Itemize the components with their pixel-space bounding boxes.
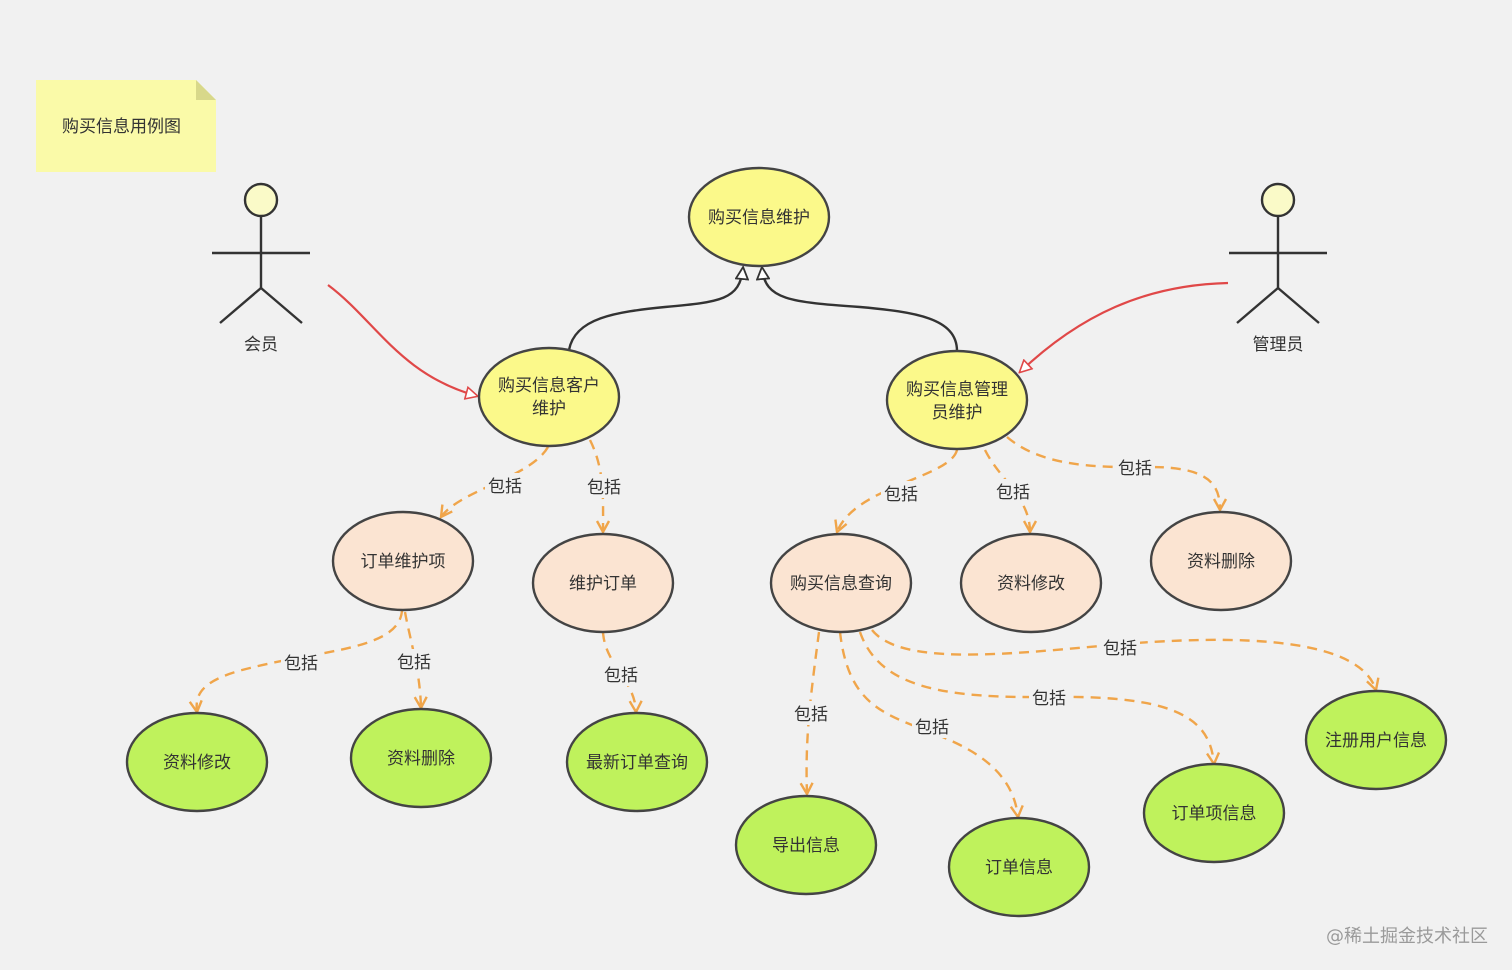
use-case-manager[interactable]: 购买信息管理 员维护 — [885, 349, 1029, 451]
include-ordermaint-latest — [601, 631, 643, 715]
use-case-export-info[interactable]: 导出信息 — [734, 794, 878, 896]
use-case-order-item-maint[interactable]: 订单维护项 — [331, 510, 475, 612]
include-label: 包括 — [284, 654, 318, 674]
note-text: 购买信息用例图 — [62, 117, 181, 137]
include-label: 包括 — [996, 483, 1030, 503]
include-label: 包括 — [397, 653, 431, 673]
include-customer-ordermaint — [588, 439, 611, 535]
include-edges — [188, 436, 1380, 820]
use-case-export-info-label: 导出信息 — [772, 836, 840, 856]
include-query-reguser — [871, 629, 1380, 693]
include-labels: 包括 包括 包括 包括 包括 包括 包括 包括 包括 包括 包括 包括 — [281, 455, 1155, 738]
include-query-orderiteminfo — [858, 631, 1221, 767]
use-case-profile-edit-right-label: 资料修改 — [997, 574, 1065, 594]
association-admin-manager — [1020, 281, 1229, 372]
include-label: 包括 — [1032, 689, 1066, 709]
include-label: 包括 — [604, 666, 638, 686]
actor-admin-label: 管理员 — [1253, 335, 1304, 355]
generalization-customer-root — [567, 268, 743, 351]
use-case-latest-order-query-label: 最新订单查询 — [586, 753, 688, 773]
watermark: @稀土掘金技术社区 — [1326, 926, 1488, 947]
include-manager-delete — [1006, 436, 1228, 513]
include-label: 包括 — [794, 705, 828, 725]
use-case-order-item-info[interactable]: 订单项信息 — [1142, 762, 1286, 864]
use-case-profile-edit-left[interactable]: 资料修改 — [125, 711, 269, 813]
use-case-root-label: 购买信息维护 — [708, 208, 810, 228]
use-case-profile-delete-left-label: 资料删除 — [387, 749, 455, 769]
use-case-customer[interactable]: 购买信息客户 维护 — [477, 346, 621, 448]
include-orderitem-delete — [403, 611, 428, 711]
include-label: 包括 — [1118, 459, 1152, 479]
use-case-order-item-maint-label: 订单维护项 — [361, 552, 446, 572]
association-member-customer — [327, 284, 477, 396]
use-case-profile-delete-right[interactable]: 资料删除 — [1149, 510, 1293, 612]
use-case-profile-edit-left-label: 资料修改 — [163, 753, 231, 773]
generalization-manager-root — [762, 268, 959, 352]
include-orderitem-edit — [188, 609, 404, 715]
include-label: 包括 — [488, 477, 522, 497]
actor-admin[interactable]: 管理员 — [1229, 182, 1327, 355]
use-case-order-info-label: 订单信息 — [985, 858, 1053, 878]
use-case-reg-user-info-label: 注册用户信息 — [1325, 731, 1427, 751]
use-case-order-maint[interactable]: 维护订单 — [531, 532, 675, 634]
use-case-order-maint-label: 维护订单 — [569, 574, 637, 594]
use-case-profile-delete-left[interactable]: 资料删除 — [349, 707, 493, 809]
use-case-latest-order-query[interactable]: 最新订单查询 — [565, 711, 709, 813]
diagram-note: 购买信息用例图 — [36, 80, 216, 172]
use-case-customer-label-1: 购买信息客户 — [498, 376, 600, 396]
use-case-customer-label-2: 维护 — [532, 399, 566, 419]
include-label: 包括 — [587, 478, 621, 498]
use-case-profile-edit-right[interactable]: 资料修改 — [959, 532, 1103, 634]
include-label: 包括 — [915, 718, 949, 738]
actor-member-label: 会员 — [244, 335, 278, 355]
use-case-order-item-info-label: 订单项信息 — [1172, 804, 1257, 824]
use-case-order-info[interactable]: 订单信息 — [947, 816, 1091, 918]
actor-member[interactable]: 会员 — [212, 182, 310, 355]
use-case-query[interactable]: 购买信息查询 — [769, 532, 913, 634]
use-case-query-label: 购买信息查询 — [790, 574, 892, 594]
use-case-manager-label-2: 员维护 — [932, 403, 983, 423]
use-case-root[interactable]: 购买信息维护 — [687, 166, 831, 268]
include-label: 包括 — [1103, 639, 1137, 659]
use-case-profile-delete-right-label: 资料删除 — [1187, 552, 1255, 572]
include-query-orderinfo — [838, 631, 1024, 820]
use-case-manager-label-1: 购买信息管理 — [906, 380, 1008, 400]
include-label: 包括 — [884, 485, 918, 505]
use-case-reg-user-info[interactable]: 注册用户信息 — [1304, 689, 1448, 791]
